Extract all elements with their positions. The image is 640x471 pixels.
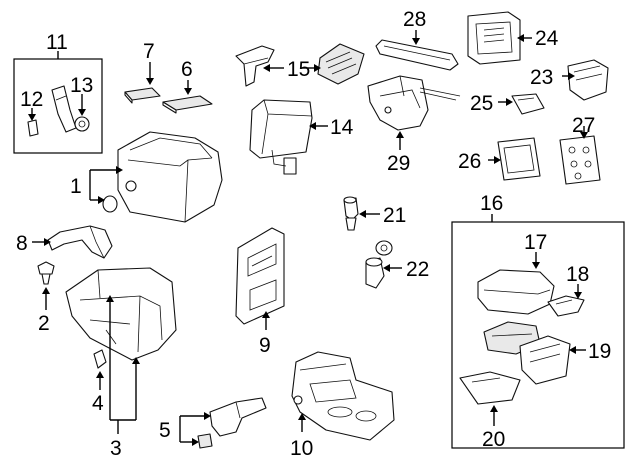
part-25-switch — [511, 93, 545, 115]
callout-29: 29 — [387, 152, 410, 175]
group-16-frame — [451, 221, 625, 449]
callout-28: 28 — [403, 8, 426, 31]
callout-12: 12 — [20, 88, 43, 111]
part-19-hinge — [483, 321, 571, 385]
callout-24: 24 — [535, 27, 559, 50]
callout-25: 25 — [470, 92, 493, 115]
callout-21: 21 — [383, 204, 406, 227]
part-28-armrest-bar — [375, 39, 459, 71]
part-26-pad — [497, 137, 541, 181]
part-24-panel — [467, 11, 521, 65]
part-10-cupholder-base — [291, 351, 395, 441]
part-9-panel — [235, 227, 285, 325]
callout-7: 7 — [143, 40, 155, 63]
part-27-control-unit — [559, 135, 601, 185]
part-18-latch — [547, 295, 585, 317]
callout-5: 5 — [159, 419, 171, 442]
callout-3: 3 — [110, 437, 122, 460]
callout-26: 26 — [458, 150, 481, 173]
callout-8: 8 — [16, 232, 28, 255]
callout-18: 18 — [566, 263, 589, 286]
callout-17: 17 — [524, 231, 547, 254]
part-22-outlet — [365, 240, 393, 289]
callout-10: 10 — [290, 437, 313, 460]
part-8-bracket — [47, 225, 113, 259]
part-23-cover — [567, 59, 609, 101]
part-17-lid — [477, 269, 555, 315]
callout-15: 15 — [287, 58, 310, 81]
part-3-console-base — [65, 267, 177, 361]
part-7-pad — [124, 87, 161, 104]
callout-14: 14 — [330, 116, 354, 139]
callout-9: 9 — [259, 334, 271, 357]
part-13-nut — [74, 116, 90, 132]
callout-6: 6 — [181, 58, 193, 81]
part-2-clip — [37, 261, 55, 285]
callout-16: 16 — [480, 192, 503, 215]
part-4-clip — [93, 349, 107, 369]
part-6-pad — [162, 95, 213, 114]
part-5-bracket — [197, 397, 267, 449]
part-29-mechanism — [367, 75, 461, 131]
callout-11: 11 — [46, 31, 68, 54]
callout-1: 1 — [70, 175, 82, 198]
part-14-tray — [249, 99, 313, 175]
callout-23: 23 — [530, 66, 553, 89]
callout-19: 19 — [588, 340, 611, 363]
callout-20: 20 — [482, 428, 505, 451]
callout-4: 4 — [92, 392, 104, 415]
callout-27: 27 — [572, 114, 595, 137]
part-21-socket — [343, 196, 359, 231]
callout-2: 2 — [38, 312, 50, 335]
callout-22: 22 — [406, 258, 429, 281]
part-15-brackets — [235, 43, 365, 87]
callout-13: 13 — [70, 74, 93, 97]
part-20-pad — [459, 371, 521, 405]
part-1-console-bin — [102, 131, 223, 223]
